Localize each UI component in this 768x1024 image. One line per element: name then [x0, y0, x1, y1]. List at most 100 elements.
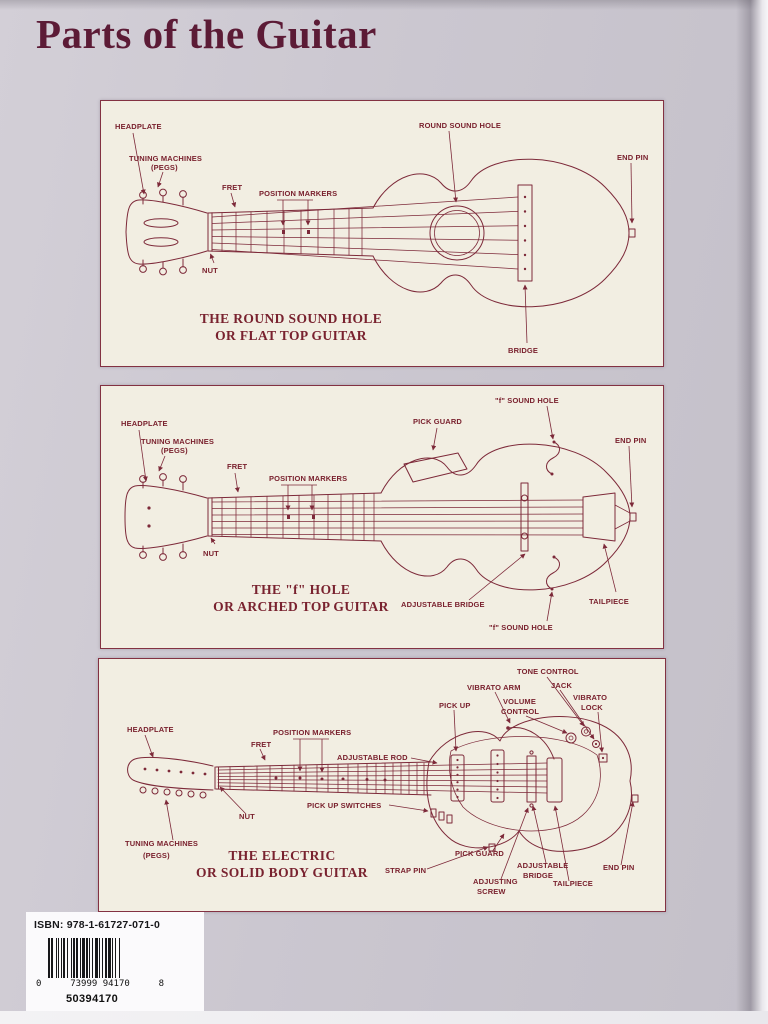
jack-shape — [592, 740, 600, 748]
electric-guitar-drawing — [127, 716, 639, 852]
label-adjusting-screw-2: SCREW — [477, 887, 506, 896]
panel-arched-top: HEADPLATE TUNING MACHINES (PEGS) FRET PO… — [100, 385, 664, 649]
bridge-shape — [520, 482, 529, 552]
pickup-switches-shape — [430, 808, 453, 824]
pickup-poles — [456, 754, 499, 800]
label-fret: FRET — [222, 183, 242, 192]
label-pick-up-switches: PICK UP SWITCHES — [307, 801, 381, 810]
f-hole-upper — [546, 441, 560, 475]
diagram-labels: HEADPLATE TUNING MACHINES (PEGS) FRET PO… — [115, 121, 648, 355]
headstock — [127, 756, 214, 791]
panel-electric: TONE CONTROL VIBRATO ARM JACK VIBRATO LO… — [98, 658, 666, 912]
tuning-pegs — [139, 473, 187, 561]
label-fret: FRET — [227, 462, 247, 471]
tailpiece-shape — [546, 757, 563, 803]
headstock — [124, 485, 208, 549]
label-adjustable-bridge-2: BRIDGE — [523, 871, 553, 880]
neck — [207, 207, 374, 257]
barcode-digit-main: 73999 94170 — [70, 979, 130, 989]
label-nut: NUT — [202, 266, 218, 275]
position-marker — [307, 230, 310, 234]
bridge-shape — [517, 184, 533, 282]
label-pick-up: PICK UP — [439, 701, 470, 710]
caption-line: OR ARCHED TOP GUITAR — [213, 598, 389, 614]
label-f-sound-hole-bottom: "f" SOUND HOLE — [489, 623, 553, 632]
diagram-labels: TONE CONTROL VIBRATO ARM JACK VIBRATO LO… — [125, 667, 634, 896]
label-end-pin: END PIN — [615, 436, 646, 445]
end-pin-shape — [631, 794, 639, 803]
top-shadow — [0, 0, 768, 10]
headstock-slot — [143, 237, 179, 247]
nut-shape — [207, 212, 213, 252]
label-round-sound-hole: ROUND SOUND HOLE — [419, 121, 501, 130]
bottom-white-band — [0, 1011, 768, 1024]
label-f-sound-hole-top: "f" SOUND HOLE — [495, 396, 559, 405]
tailpiece-shape — [582, 492, 616, 542]
position-marker — [282, 230, 285, 234]
tuning-pegs — [139, 188, 187, 276]
leader-lines — [144, 676, 635, 882]
caption-arched-top: THE "f" HOLE OR ARCHED TOP GUITAR — [185, 582, 417, 615]
body-outline — [380, 443, 631, 591]
label-adjustable-bridge: ADJUSTABLE — [517, 861, 568, 870]
bridge-thumbwheel — [521, 494, 528, 502]
barcode-digit-left: 0 — [36, 979, 42, 989]
diagram-labels: HEADPLATE TUNING MACHINES (PEGS) FRET PO… — [121, 396, 646, 632]
body-outline — [426, 716, 632, 852]
barcode: 0 73999 94170 8 — [36, 938, 196, 989]
sound-hole-rosette — [434, 210, 480, 256]
strings — [211, 499, 584, 536]
electric-diagram: TONE CONTROL VIBRATO ARM JACK VIBRATO LO… — [125, 667, 639, 896]
label-adjustable-bridge: ADJUSTABLE BRIDGE — [401, 600, 485, 609]
label-bridge: BRIDGE — [508, 346, 538, 355]
barcode-digit-right: 8 — [158, 979, 164, 989]
pickup-bridge — [490, 749, 505, 803]
pick-guard-shape — [448, 736, 601, 832]
label-nut: NUT — [239, 812, 255, 821]
label-adjusting-screw: ADJUSTING — [473, 877, 518, 886]
pick-guard-shape — [403, 452, 468, 483]
label-position-markers: POSITION MARKERS — [259, 189, 337, 198]
label-vibrato-arm: VIBRATO ARM — [467, 683, 521, 692]
position-marker — [287, 515, 290, 519]
bridge-thumbwheel — [521, 532, 528, 540]
headstock — [125, 199, 208, 265]
label-fret: FRET — [251, 740, 271, 749]
label-vibrato-lock-2: LOCK — [581, 703, 603, 712]
label-tailpiece: TAILPIECE — [589, 597, 629, 606]
caption-line: THE ELECTRIC — [228, 848, 336, 863]
page-edge-shadow — [736, 0, 768, 1024]
bridge-pins — [523, 195, 527, 271]
label-pegs: (PEGS) — [151, 163, 178, 172]
label-volume-control: VOLUME — [503, 697, 536, 706]
nut-shape — [214, 766, 219, 790]
isbn-barcode-block: ISBN: 978-1-61727-071-0 0 73999 94170 8 … — [26, 912, 204, 1016]
label-position-markers: POSITION MARKERS — [273, 728, 351, 737]
barcode-bars — [48, 938, 196, 978]
adjusting-screw-shape — [529, 750, 534, 755]
position-marker — [312, 515, 315, 519]
page-title: Parts of the Guitar — [36, 11, 377, 57]
end-pin-shape — [629, 512, 637, 522]
position-marker-dots — [274, 776, 387, 782]
label-pick-guard: PICK GUARD — [413, 417, 462, 426]
pickup-neck — [450, 754, 465, 802]
label-end-pin: END PIN — [617, 153, 648, 162]
arched-top-guitar-drawing — [124, 440, 637, 591]
label-pegs: (PEGS) — [161, 446, 188, 455]
label-headplate: HEADPLATE — [121, 419, 168, 428]
vibrato-lock-shape — [598, 753, 608, 763]
barcode-digits: 0 73999 94170 8 — [36, 979, 164, 989]
label-tuning-machines: TUNING MACHINES — [125, 839, 198, 848]
label-nut: NUT — [203, 549, 219, 558]
frets — [221, 492, 375, 542]
arched-top-diagram: HEADPLATE TUNING MACHINES (PEGS) FRET PO… — [121, 396, 646, 632]
caption-line: OR FLAT TOP GUITAR — [215, 327, 367, 343]
vibrato-arm-shape — [508, 727, 555, 760]
label-end-pin: END PIN — [603, 863, 634, 872]
label-tone-control: TONE CONTROL — [517, 667, 579, 676]
label-pick-guard: PICK GUARD — [455, 849, 504, 858]
label-pegs: (PEGS) — [143, 851, 170, 860]
headstock-slot — [143, 218, 179, 228]
caption-flat-top: THE ROUND SOUND HOLE OR FLAT TOP GUITAR — [171, 311, 411, 344]
